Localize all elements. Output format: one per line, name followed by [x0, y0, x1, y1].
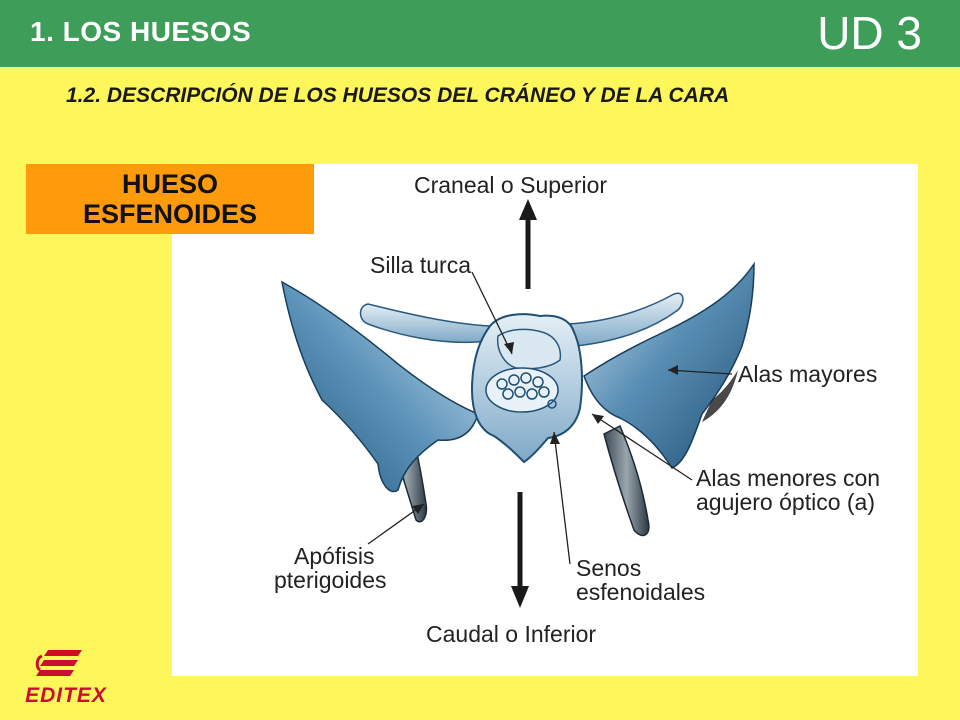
right-greater-wing — [583, 261, 755, 469]
label-alas-menores: Alas menores con agujero óptico (a) — [696, 466, 880, 514]
label-superior: Craneal o Superior — [414, 172, 608, 198]
bone-name-line1: HUESO — [121, 169, 219, 199]
unit-label: UD 3 — [817, 7, 922, 59]
label-senos-line1: Senos — [576, 555, 642, 581]
label-senos-line2: esfenoidales — [576, 579, 706, 605]
section-title: 1. LOS HUESOS — [30, 16, 252, 47]
editex-logo: EDITEX — [18, 644, 114, 710]
label-alas-mayores: Alas mayores — [738, 361, 878, 387]
inferior-arrow — [511, 492, 529, 608]
bone-name-line2: ESFENOIDES — [82, 199, 258, 229]
left-greater-wing — [280, 280, 479, 493]
label-apofisis-line2: pterigoides — [274, 567, 387, 593]
sella-turcica — [496, 328, 562, 370]
logo-text: EDITEX — [25, 684, 107, 707]
right-pterygoid-process — [603, 424, 650, 537]
superior-arrow — [519, 199, 537, 289]
label-alas-menores-line2: agujero óptico (a) — [696, 489, 875, 515]
sphenoid-bone-illustration — [280, 199, 755, 608]
header-bar: 1. LOS HUESOS UD 3 — [0, 0, 960, 67]
left-lesser-wing — [359, 303, 492, 344]
slide-subtitle: 1.2. DESCRIPCIÓN DE LOS HUESOS DEL CRÁNE… — [66, 84, 730, 107]
sphenoid-diagram: Craneal o Superior Silla turca Alas mayo… — [172, 164, 918, 676]
label-silla-turca: Silla turca — [370, 252, 471, 278]
leader-lines — [367, 271, 733, 565]
sphenoid-sinuses — [485, 367, 559, 413]
book-stack-icon — [35, 650, 82, 676]
label-apofisis: Apófisis pterigoides — [274, 544, 387, 592]
label-apofisis-line1: Apófisis — [294, 543, 375, 569]
label-inferior: Caudal o Inferior — [426, 621, 597, 647]
leader-arrowheads — [412, 342, 678, 514]
label-senos: Senos esfenoidales — [576, 556, 705, 604]
label-alas-menores-line1: Alas menores con — [696, 465, 881, 491]
bone-name-label: HUESO ESFENOIDES — [26, 164, 314, 234]
